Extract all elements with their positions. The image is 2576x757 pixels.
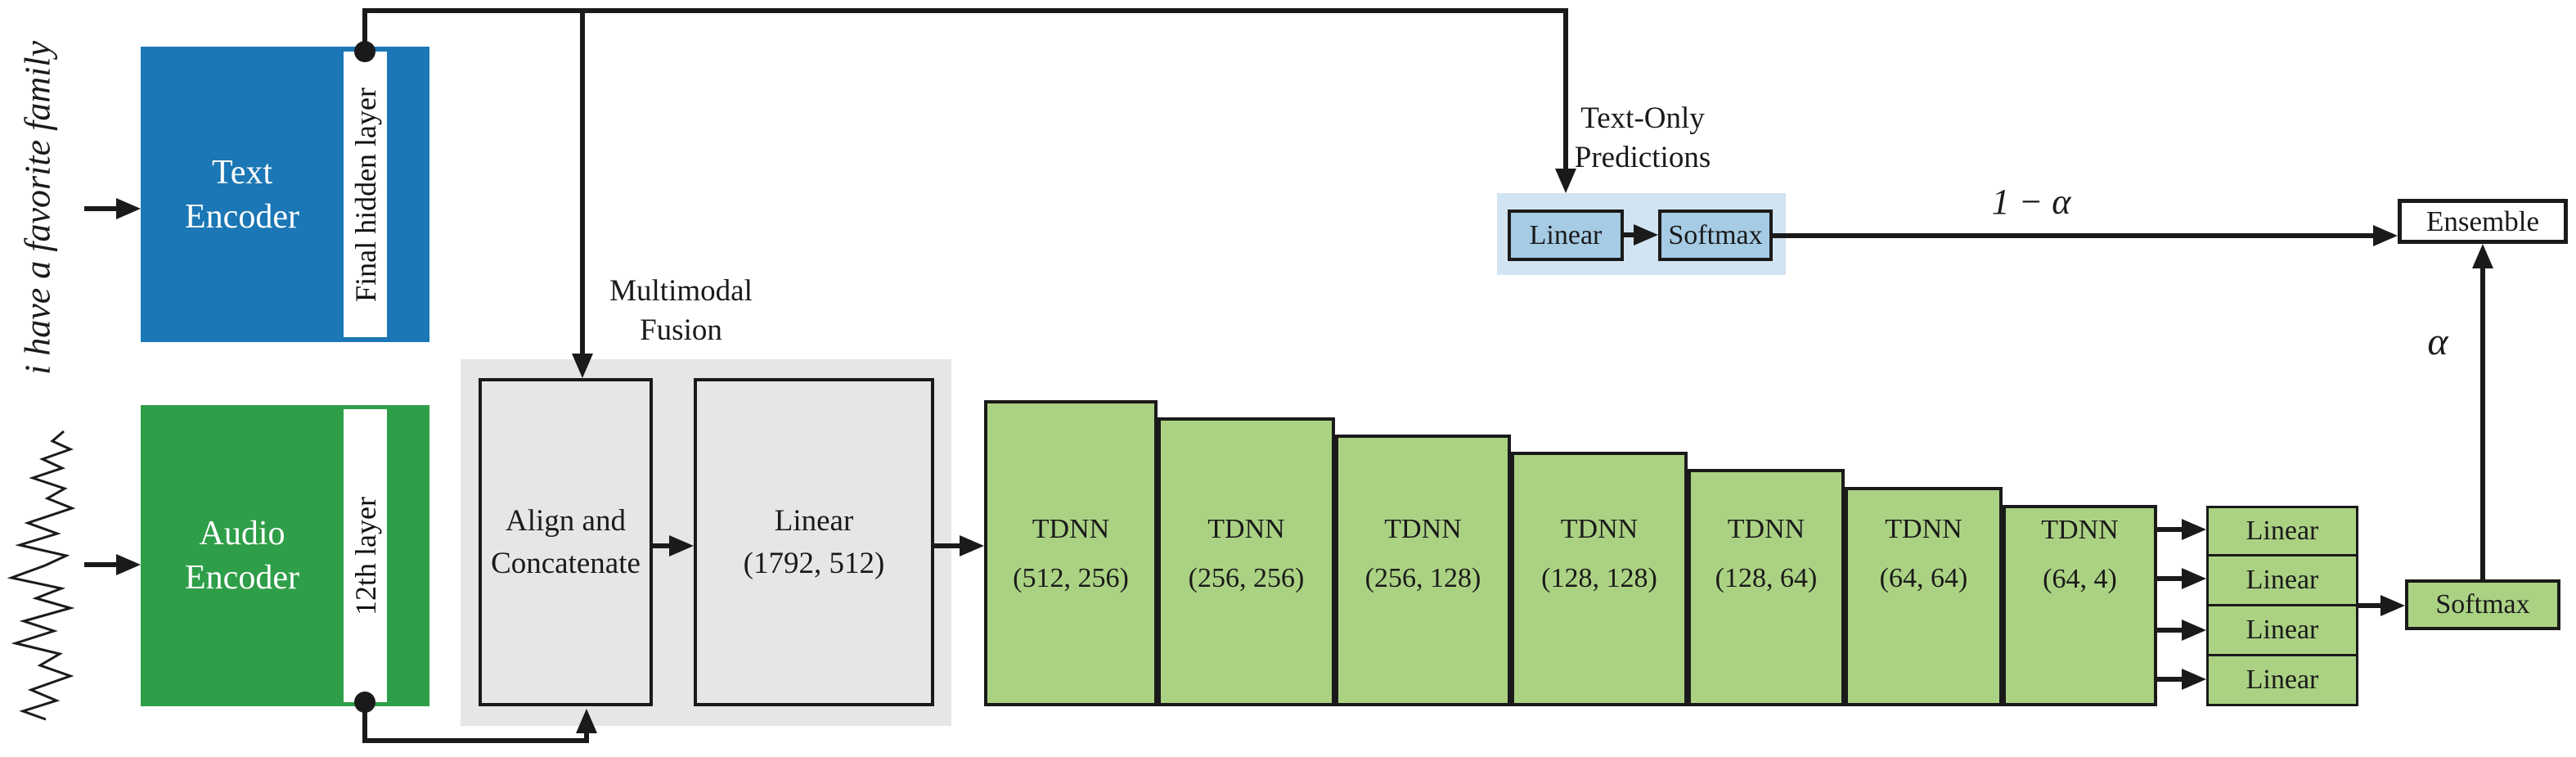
head-linear-4: Linear: [2206, 654, 2358, 706]
twelfth-layer-label: 12th layer: [348, 496, 382, 615]
audio-softmax-box: Softmax: [2405, 579, 2560, 630]
tdnn-layer-7-label: TDNN (64, 4): [2041, 515, 2119, 594]
head-linear-3: Linear: [2206, 604, 2358, 656]
text-weight-label: 1 − α: [1991, 181, 2071, 222]
ensemble-box: Ensemble: [2398, 199, 2568, 244]
tdnn-layer-1-label: TDNN (512, 256): [1013, 514, 1129, 593]
tdnn-layer-1: TDNN (512, 256): [984, 400, 1158, 706]
tdnn-layer-4-label: TDNN (128, 128): [1541, 514, 1657, 593]
tdnn-layer-2-label: TDNN (256, 256): [1188, 514, 1305, 593]
tdnn-layer-6: TDNN (64, 64): [1845, 487, 2003, 706]
text-only-predictions-title: Text-Only Predictions: [1574, 101, 1711, 174]
tdnn-layer-2: TDNN (256, 256): [1158, 417, 1335, 706]
audio-encoder-label: Audio Encoder: [185, 515, 299, 597]
head-linear-2: Linear: [2206, 554, 2358, 606]
tdnn-layer-7: TDNN (64, 4): [2003, 505, 2157, 706]
align-concatenate-box: Align and Concatenate: [479, 378, 653, 706]
audio-encoder-12th-layer-strip: 12th layer: [344, 409, 387, 702]
tdnn-layer-6-label: TDNN (64, 64): [1879, 514, 1968, 593]
tdnn-layer-5: TDNN (128, 64): [1688, 469, 1845, 706]
text-encoder-final-layer-strip: Final hidden layer: [344, 52, 387, 337]
final-hidden-layer-label: Final hidden layer: [348, 87, 382, 302]
tdnn-layer-5-label: TDNN (128, 64): [1715, 514, 1818, 593]
text-feature-line: [362, 8, 1576, 193]
text-only-softmax-box: Softmax: [1658, 210, 1773, 261]
text-only-linear-box: Linear: [1508, 210, 1624, 261]
tdnn-layer-3-label: TDNN (256, 128): [1364, 514, 1481, 593]
head-linear-1: Linear: [2206, 506, 2358, 556]
fusion-linear-box: Linear (1792, 512): [694, 378, 934, 706]
multimodal-fusion-title: Multimodal Fusion: [609, 274, 753, 347]
audio-weight-label: α: [2427, 319, 2448, 363]
tdnn-layer-4: TDNN (128, 128): [1511, 452, 1688, 706]
audio-waveform-icon: [7, 430, 76, 721]
text-encoder-label: Text Encoder: [185, 153, 299, 236]
tdnn-layer-3: TDNN (256, 128): [1335, 435, 1511, 706]
input-sentence-text: i have a favorite family: [17, 40, 58, 376]
